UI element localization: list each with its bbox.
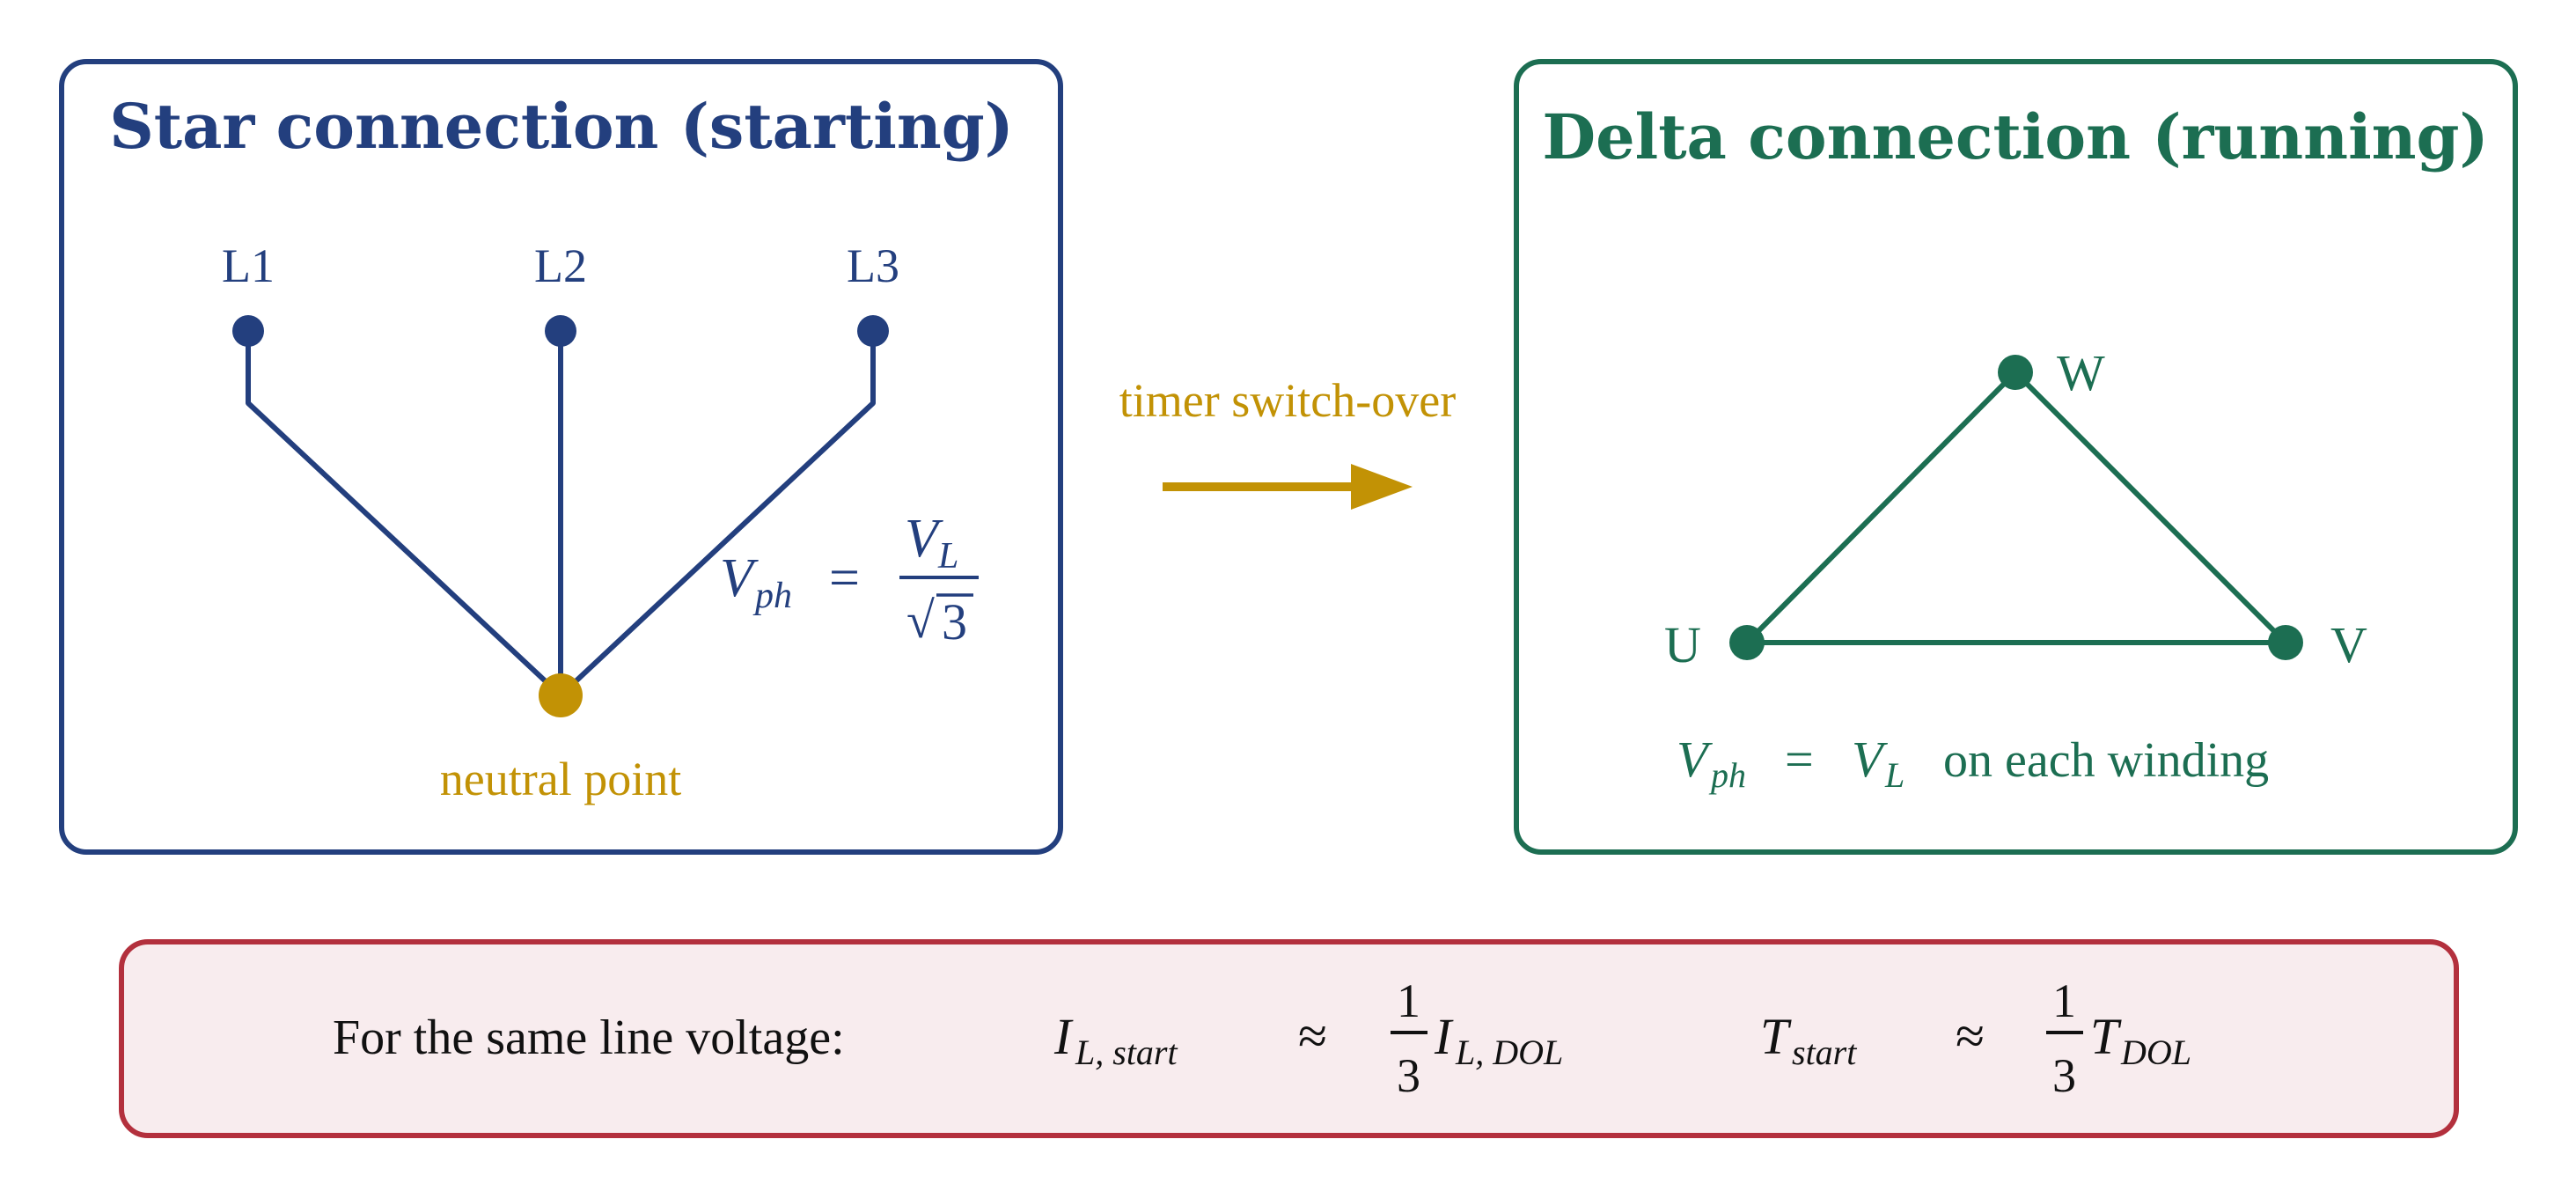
delta-formula-rhs-sub: L [1884, 755, 1904, 795]
star-panel-title: Star connection (starting) [109, 90, 1014, 163]
neutral-point-label: neutral point [440, 753, 681, 805]
star-phase-voltage-formula: V ph = V L √ 3 [720, 509, 979, 650]
starting-torque-relation: T start ≈ 1 3 T DOL [1760, 974, 2191, 1102]
delta-formula-equals: = [1785, 731, 1814, 788]
arrow-head-icon [1351, 464, 1413, 510]
current-lhs-var: I [1053, 1008, 1074, 1065]
node-dot-w [1998, 355, 2033, 390]
terminal-label-l1: L1 [222, 239, 275, 292]
terminal-dot-l2 [545, 315, 576, 347]
delta-panel: Delta connection (running) W U V V ph = … [1514, 59, 2518, 855]
delta-windings-triangle [1744, 370, 2288, 645]
terminal-dot-l1 [232, 315, 264, 347]
torque-rhs-var: T [2090, 1008, 2122, 1065]
summary-lead-text: For the same line voltage: [333, 1011, 845, 1065]
star-formula-num-sub: L [937, 536, 958, 577]
summary-box: For the same line voltage: I L, start ≈ … [119, 939, 2459, 1138]
star-formula-den-val: 3 [942, 593, 967, 650]
torque-rhs-sub: DOL [2120, 1033, 2191, 1072]
torque-fraction-num: 1 [2052, 974, 2076, 1027]
current-rhs-sub: L, DOL [1455, 1033, 1563, 1072]
star-formula-num-var: V [905, 509, 943, 569]
delta-panel-title: Delta connection (running) [1542, 100, 2488, 173]
star-formula-den-root: √ [906, 592, 935, 649]
delta-formula-rhs-var: V [1852, 731, 1889, 788]
torque-approx-sign: ≈ [1956, 1007, 1985, 1065]
terminal-label-l3: L3 [847, 239, 899, 292]
torque-fraction-den: 3 [2052, 1049, 2076, 1102]
current-fraction-num: 1 [1397, 974, 1420, 1027]
node-dot-u [1729, 625, 1765, 660]
delta-formula-lhs-var: V [1677, 731, 1714, 788]
terminal-dot-l3 [857, 315, 889, 347]
star-formula-lhs-sub: ph [752, 576, 792, 616]
winding-l3 [558, 331, 876, 698]
starting-current-relation: I L, start ≈ 1 3 I L, DOL [1053, 974, 1563, 1102]
node-label-w: W [2057, 344, 2105, 401]
star-formula-lhs-var: V [720, 548, 759, 608]
delta-phase-voltage-formula: V ph = V L on each winding [1677, 731, 2269, 795]
switch-over-arrow: timer switch-over [1119, 374, 1456, 510]
delta-formula-lhs-sub: ph [1708, 755, 1746, 795]
torque-lhs-sub: start [1792, 1033, 1857, 1072]
delta-panel-frame [1514, 59, 2518, 855]
node-dot-v [2268, 625, 2303, 660]
switch-over-label: timer switch-over [1119, 374, 1456, 427]
node-label-v: V [2330, 616, 2367, 673]
current-rhs-var: I [1434, 1008, 1454, 1065]
star-panel: Star connection (starting) L1 L2 L3 neut… [59, 59, 1063, 855]
winding-l1 [246, 331, 563, 698]
torque-lhs-var: T [1760, 1008, 1792, 1065]
current-approx-sign: ≈ [1298, 1007, 1327, 1065]
summary-box-frame [119, 939, 2459, 1138]
current-lhs-sub: L, start [1075, 1033, 1178, 1072]
node-label-u: U [1664, 616, 1701, 673]
delta-formula-tail: on each winding [1943, 733, 2269, 788]
star-formula-equals: = [829, 548, 860, 608]
neutral-point-dot [539, 673, 583, 717]
terminal-label-l2: L2 [534, 239, 587, 292]
current-fraction-den: 3 [1397, 1049, 1420, 1102]
